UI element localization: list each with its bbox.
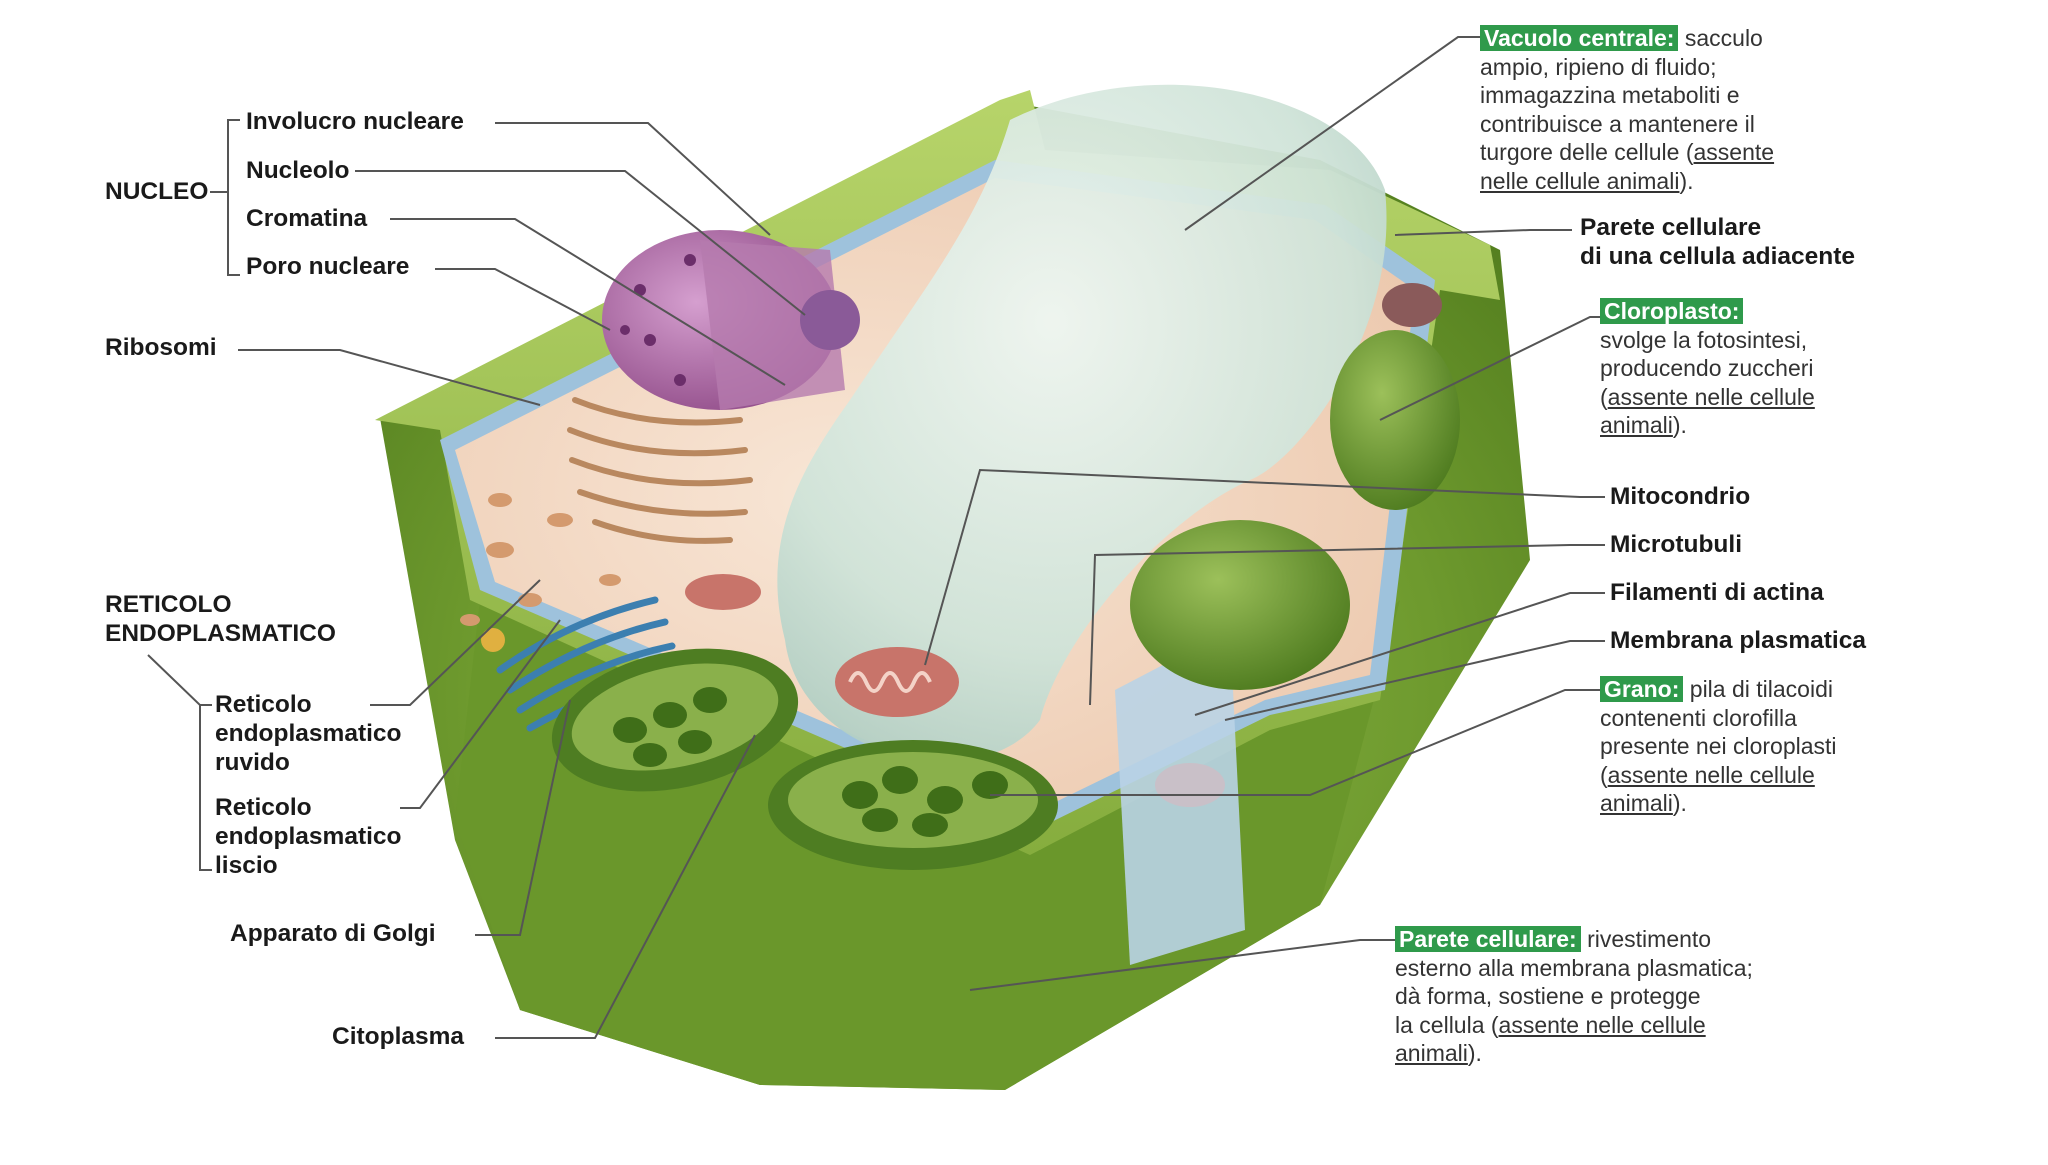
- nucleus-cut: [700, 240, 845, 410]
- rer-line2: endoplasmatico: [215, 720, 402, 747]
- tag-parete-cellulare: Parete cellulare:: [1395, 926, 1581, 952]
- nuclear-pores: [620, 254, 696, 386]
- parete-l4b: assente nelle cellule: [1498, 1011, 1706, 1038]
- callout-cloroplasto: Cloroplasto: svolge la fotosintesi, prod…: [1600, 297, 1815, 440]
- cloroplasto-l4b: ).: [1672, 412, 1687, 438]
- parete-l4a: la cellula (: [1395, 1011, 1499, 1038]
- group-nucleo: NUCLEO: [105, 178, 209, 205]
- grano-l2: contenenti clorofilla: [1600, 704, 1797, 731]
- vacuolo-l6a: nelle cellule animali: [1480, 167, 1680, 194]
- parete-l1: rivestimento: [1587, 926, 1712, 952]
- parete-l5b: ).: [1467, 1040, 1482, 1066]
- ser-line1: Reticolo: [215, 794, 312, 821]
- parete-adj-line2: di una cellula adiacente: [1580, 243, 1856, 270]
- callout-parete-cellulare: Parete cellulare: rivestimento esterno a…: [1395, 925, 1753, 1068]
- label-cromatina: Cromatina: [246, 205, 368, 232]
- group-reticolo-endoplasmatico: RETICOLO ENDOPLASMATICO: [105, 590, 336, 648]
- label-mitocondrio: Mitocondrio: [1610, 483, 1751, 510]
- vacuolo-l4: contribuisce a mantenere il: [1480, 110, 1755, 137]
- nucleolus: [800, 290, 860, 350]
- grano-l3: presente nei cloroplasti: [1600, 733, 1837, 759]
- label-parete-cellula-adiacente: Parete cellulare di una cellula adiacent…: [1580, 213, 1855, 271]
- ser-line2: endoplasmatico: [215, 823, 402, 850]
- cloroplasto-l2: producendo zuccheri: [1600, 355, 1814, 381]
- lysosome: [481, 628, 505, 652]
- leader-lines: [147, 36, 1610, 1039]
- mitochondrion-2: [685, 574, 761, 610]
- group-reticolo-line2: ENDOPLASMATICO: [105, 620, 336, 647]
- vacuolo-l2: ampio, ripieno di fluido;: [1480, 53, 1717, 80]
- label-apparato-di-golgi: Apparato di Golgi: [230, 920, 436, 947]
- vacuolo-l1: sacculo: [1684, 25, 1763, 51]
- tag-grano: Grano:: [1600, 676, 1684, 702]
- cloroplasto-l4a: animali: [1600, 412, 1673, 438]
- label-reticolo-liscio: Reticolo endoplasmatico liscio: [215, 793, 402, 880]
- tag-cloroplasto: Cloroplasto:: [1600, 298, 1744, 324]
- central-vacuole: [777, 84, 1387, 762]
- section-organelle: [1155, 763, 1225, 807]
- vacuolo-l5a: turgore delle cellule (: [1480, 139, 1694, 165]
- label-filamenti-actina: Filamenti di actina: [1610, 579, 1824, 606]
- er-stacks: [567, 397, 753, 544]
- grano-l5a: animali: [1600, 790, 1673, 816]
- callout-vacuolo-centrale: Vacuolo centrale: sacculo ampio, ripieno…: [1480, 24, 1774, 195]
- label-involucro-nucleare: Involucro nucleare: [246, 108, 464, 135]
- label-nucleolo: Nucleolo: [246, 157, 350, 184]
- label-membrana-plasmatica: Membrana plasmatica: [1610, 627, 1866, 654]
- cloroplasto-l3a: (: [1600, 383, 1608, 410]
- label-reticolo-ruvido: Reticolo endoplasmatico ruvido: [215, 690, 402, 777]
- adjacent-organelle: [1382, 283, 1442, 327]
- parete-l2: esterno alla membrana plasmatica;: [1395, 954, 1753, 981]
- mitochondrion-1-cristae: [848, 671, 932, 693]
- label-ribosomi: Ribosomi: [105, 334, 217, 361]
- label-poro-nucleare: Poro nucleare: [246, 253, 410, 280]
- grana-stacks: [613, 687, 1008, 837]
- parete-l3: dà forma, sostiene e protegge: [1395, 983, 1701, 1009]
- grano-l5b: ).: [1672, 790, 1687, 816]
- cloroplasto-l3b: assente nelle cellule: [1607, 383, 1815, 410]
- tag-vacuolo-centrale: Vacuolo centrale:: [1480, 25, 1679, 51]
- chloroplast-right: [1130, 520, 1350, 690]
- chloroplast-front-inner: [788, 752, 1038, 848]
- vacuolo-l5b: assente: [1693, 139, 1775, 165]
- rer-line1: Reticolo: [215, 691, 312, 718]
- chloroplast-top: [1330, 330, 1460, 510]
- cloroplasto-l1: svolge la fotosintesi,: [1600, 326, 1808, 353]
- parete-l5a: animali: [1395, 1040, 1468, 1066]
- rer-line3: ruvido: [215, 749, 290, 776]
- vesicles: [460, 493, 621, 626]
- grano-l1: pila di tilacoidi: [1689, 676, 1833, 702]
- parete-adj-line1: Parete cellulare: [1580, 214, 1762, 241]
- vacuolo-l3: immagazzina metaboliti e: [1480, 82, 1740, 108]
- grano-l4a: (: [1600, 761, 1608, 788]
- callout-grano: Grano: pila di tilacoidi contenenti clor…: [1600, 675, 1837, 818]
- label-microtubuli: Microtubuli: [1610, 531, 1743, 558]
- group-reticolo-line1: RETICOLO: [105, 591, 232, 618]
- vacuolo-l6b: ).: [1679, 167, 1694, 194]
- grano-l4b: assente nelle cellule: [1607, 761, 1815, 788]
- ser-line3: liscio: [215, 852, 278, 879]
- label-citoplasma: Citoplasma: [332, 1023, 465, 1050]
